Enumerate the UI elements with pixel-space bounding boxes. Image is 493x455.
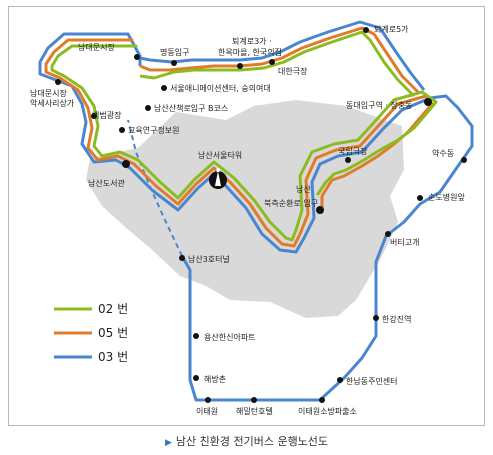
station-dot-toegye3 xyxy=(237,63,243,69)
station-dot-namdaemun xyxy=(134,54,140,60)
label-hamilton: 해밀턴호텔 xyxy=(236,406,273,416)
legend: 02 번 05 번 03 번 xyxy=(54,302,128,364)
legend-label-05: 05 번 xyxy=(98,326,128,340)
label-itaewon: 이태원 xyxy=(196,406,218,416)
station-dot-hangang xyxy=(373,315,379,321)
label-market2-a: 남대문시장 xyxy=(30,88,67,98)
station-dot-edu xyxy=(119,127,125,133)
station-dot-sundo xyxy=(417,195,423,201)
label-toegye3-b: 한옥마을, 한국의집 xyxy=(218,47,282,57)
label-hannam-center: 한남동주민센터 xyxy=(346,376,398,386)
label-animation: 서울애니메이션센터, 숭의여대 xyxy=(170,83,271,93)
legend-label-03: 03 번 xyxy=(98,350,128,364)
label-namdaemun-market: 남대문시장 xyxy=(78,42,115,52)
label-namsan-library: 남산도서관 xyxy=(88,178,125,188)
caption-arrow-icon: ▶ xyxy=(164,438,172,448)
label-toegye3-a: 퇴계로3가 · xyxy=(232,36,272,46)
route-02-line xyxy=(50,44,438,242)
station-dots xyxy=(55,27,467,403)
label-daehan: 대한극장 xyxy=(278,66,308,76)
label-haebangchon: 해방촌 xyxy=(204,374,226,384)
station-dot-baekbeom xyxy=(91,113,97,119)
station-dot-hannam xyxy=(337,377,343,383)
label-itaewon-fire: 이태원소방파출소 xyxy=(298,406,357,416)
label-dongdae: 동대입구역 · 장충동 xyxy=(346,100,413,110)
label-hangang: 한강진역 xyxy=(382,314,411,324)
station-dot-animation xyxy=(161,85,167,91)
route-03-upper xyxy=(139,20,426,91)
station-dot-market2 xyxy=(55,79,61,85)
station-dot-beoti xyxy=(385,231,391,237)
map-caption: ▶남산 친환경 전기버스 운행노선도 xyxy=(0,433,493,449)
label-market2-b: 악세사리상가 xyxy=(30,98,75,108)
label-yaksu: 약수동 xyxy=(432,148,454,158)
station-dot-library xyxy=(122,160,130,168)
station-dot-daehan xyxy=(269,59,275,65)
label-yongsan-hanshin: 용산한신아파트 xyxy=(204,332,256,342)
station-dot-yongsan xyxy=(193,333,199,339)
station-dot-itaewon xyxy=(205,397,211,403)
label-namsan-a: 남산 xyxy=(296,184,311,194)
label-tunnel3: 남산3호터널 xyxy=(188,254,230,264)
label-baekbeom: 백범광장 xyxy=(92,110,122,120)
station-dot-toegye5 xyxy=(363,27,369,33)
station-dot-dongdae xyxy=(424,98,432,106)
route-03-dashed xyxy=(127,119,183,257)
label-national-theater: 국립극장 xyxy=(338,146,368,156)
station-dot-fire xyxy=(319,397,325,403)
label-namsan-walk: 남산산책로입구 B코스 xyxy=(154,103,228,113)
station-dot-namsan xyxy=(316,206,324,214)
station-dot-haebang xyxy=(193,375,199,381)
route-05-upper xyxy=(139,26,420,94)
route-map: 남대문시장 명동입구 퇴계로3가 · 한옥마을, 한국의집 퇴계로5가 대한극장… xyxy=(30,20,474,416)
label-seoul-tower: 남산서울타워 xyxy=(198,150,242,160)
label-beoti: 버티고개 xyxy=(390,237,419,247)
label-toegye5: 퇴계로5가 xyxy=(374,24,409,34)
seoul-tower-marker xyxy=(209,168,227,189)
label-sundo: 순도병원앞 xyxy=(428,192,465,202)
caption-text: 남산 친환경 전기버스 운행노선도 xyxy=(175,435,329,448)
station-dot-hamilton xyxy=(251,397,257,403)
station-dot-yaksu xyxy=(461,157,467,163)
label-edu-info: 교육연구정보원 xyxy=(128,125,180,135)
legend-label-02: 02 번 xyxy=(98,302,128,316)
station-dot-myeongdong xyxy=(171,60,177,66)
label-myeongdong: 명동입구 xyxy=(160,47,189,57)
route-02-upper xyxy=(139,30,416,98)
route-03-line xyxy=(38,32,474,402)
station-dot-theater xyxy=(345,157,351,163)
station-dot-tunnel3 xyxy=(179,255,185,261)
station-dot-walk xyxy=(145,105,151,111)
label-namsan-b: 북측순환로 입구 xyxy=(264,198,318,208)
